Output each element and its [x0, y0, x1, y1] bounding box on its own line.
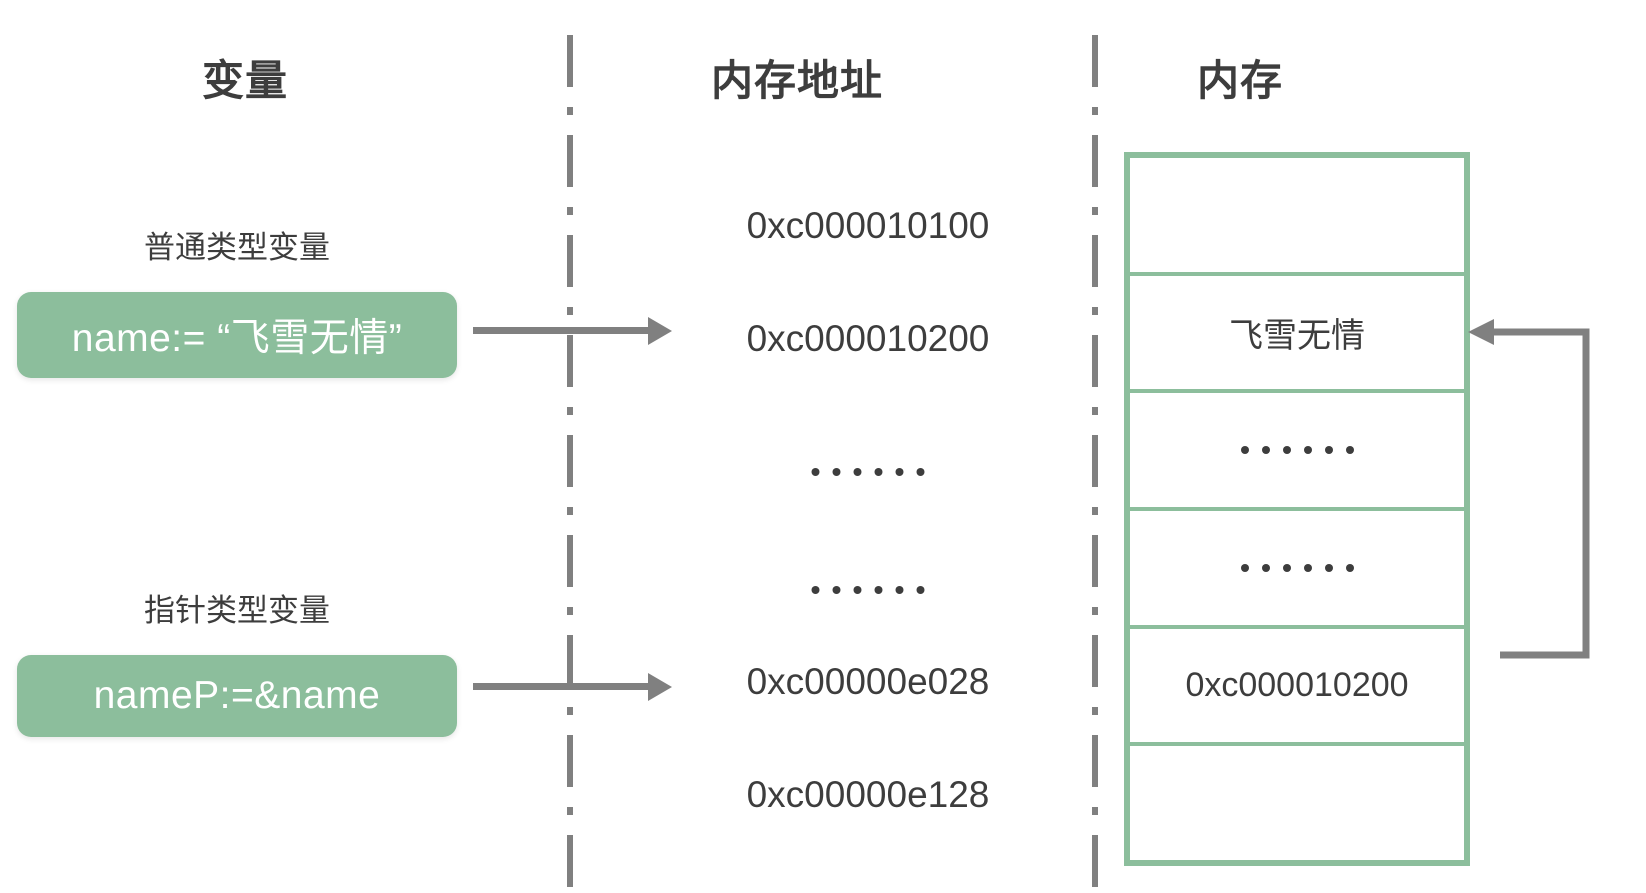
memory-cell-2	[1130, 393, 1464, 512]
column-header-variable: 变量	[201, 57, 289, 104]
memory-cell-5	[1130, 746, 1464, 860]
memory-table: 飞雪无情 0xc000010200	[1124, 152, 1470, 866]
memory-address-ellipsis-2	[811, 468, 925, 476]
memory-cell-1: 飞雪无情	[1130, 276, 1464, 394]
column-header-memory: 内存	[1196, 57, 1284, 104]
label-normal-variable: 普通类型变量	[144, 230, 330, 265]
name-to-address-arrow-head	[648, 316, 672, 345]
namep-to-address-arrow-line	[473, 683, 653, 690]
label-pointer-variable: 指针类型变量	[144, 593, 330, 628]
memory-cell-3	[1130, 511, 1464, 629]
pointer-deref-arrow	[1468, 319, 1590, 659]
memory-address-1: 0xc000010200	[746, 318, 990, 359]
variable-box-name[interactable]: name:= “飞雪无情”	[17, 292, 457, 378]
memory-address-0: 0xc000010100	[746, 205, 990, 246]
column-header-memory-address: 内存地址	[710, 57, 884, 104]
memory-address-ellipsis-3	[811, 586, 925, 594]
memory-cell-4: 0xc000010200	[1130, 629, 1464, 747]
name-to-address-arrow-line	[473, 327, 653, 334]
memory-address-4: 0xc00000e028	[746, 661, 990, 702]
column-separator-right	[1092, 35, 1098, 893]
pointer-deref-arrow-head	[1468, 319, 1494, 345]
variable-box-namep[interactable]: nameP:=&name	[17, 655, 457, 737]
pointer-deref-arrow-path	[1490, 328, 1590, 659]
namep-to-address-arrow-head	[648, 672, 672, 701]
column-separator-left	[567, 35, 573, 893]
memory-address-5: 0xc00000e128	[746, 774, 990, 815]
memory-cell-0	[1130, 158, 1464, 276]
